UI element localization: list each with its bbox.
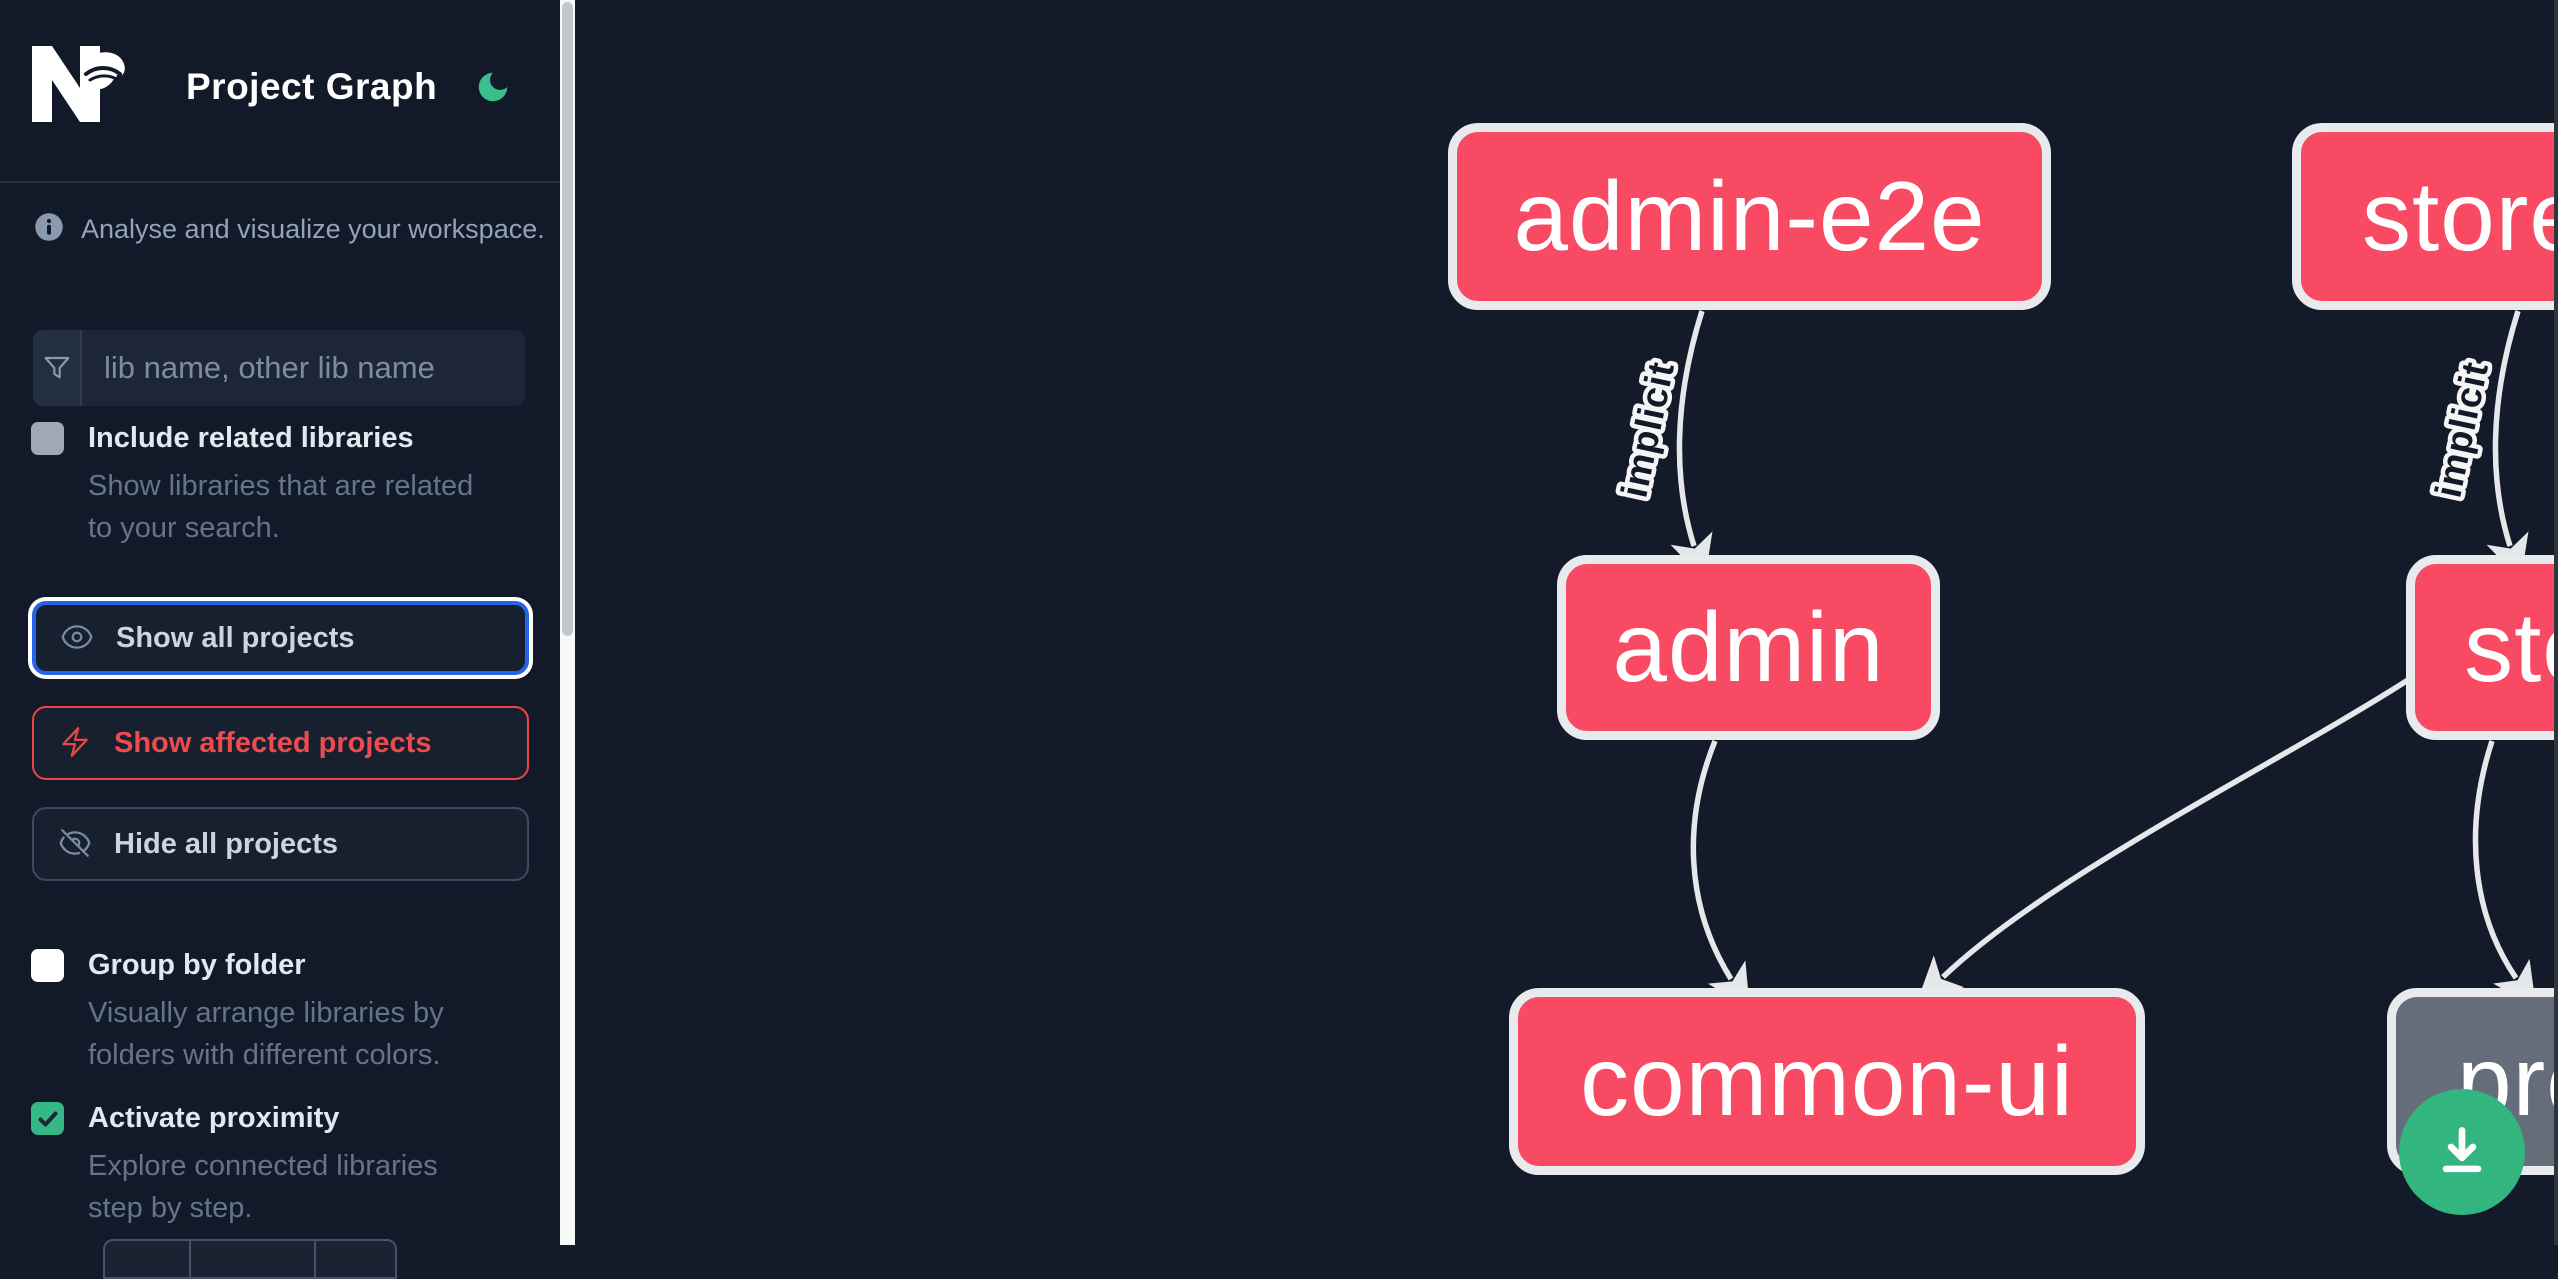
show-affected-projects-button[interactable]: Show affected projects [32, 706, 529, 780]
graph-edge-store__common-ui [1917, 677, 2410, 1002]
group-by-folder-label[interactable]: Group by folder [88, 949, 306, 981]
show-all-projects-button[interactable]: Show all projects [32, 601, 529, 675]
eye-icon [60, 620, 94, 657]
graph-node-store[interactable]: store [2406, 555, 2558, 740]
group-by-folder-description: Visually arrange libraries by folders wi… [88, 997, 444, 1071]
graph-edges-layer: implicit implicit [1609, 310, 2537, 1010]
download-icon [2429, 1118, 2495, 1187]
search-input[interactable] [82, 330, 525, 406]
graph-edge-admin__common-ui [1690, 739, 1750, 1010]
dark-mode-moon-icon[interactable] [474, 68, 512, 106]
stepper-segment-decrement[interactable] [105, 1241, 189, 1277]
check-icon [38, 1111, 57, 1126]
filter-icon [33, 330, 82, 406]
info-icon [34, 212, 64, 247]
graph-edge-admin-e2e__admin [1670, 310, 1713, 581]
activate-proximity-description: Explore connected libraries step by step… [88, 1150, 438, 1224]
graph-node-common-ui[interactable]: common-ui [1509, 988, 2145, 1175]
toggle-group-by-folder: Group by folder Visually arrange librari… [31, 949, 501, 1076]
include-related-label[interactable]: Include related libraries [88, 422, 414, 454]
graph-edge-store-e2e__store [2486, 310, 2529, 581]
edge-label-admin-e2e__admin: implicit [1613, 358, 1682, 501]
stepper-segment-value[interactable] [188, 1241, 314, 1277]
tagline-row: Analyse and visualize your workspace. [34, 212, 545, 247]
graph-node-admin[interactable]: admin [1557, 555, 1940, 740]
show-affected-projects-label: Show affected projects [114, 726, 432, 759]
sidebar-header: Project Graph [0, 0, 560, 183]
include-related-checkbox[interactable] [31, 422, 64, 455]
activate-proximity-label[interactable]: Activate proximity [88, 1102, 340, 1134]
sidebar-scrollbar-thumb[interactable] [562, 2, 573, 636]
hide-all-projects-label: Hide all projects [114, 827, 339, 860]
edge-label-store-e2e__store: implicit [2427, 358, 2496, 501]
bolt-icon [58, 725, 92, 762]
sidebar-scrollbar-track[interactable] [560, 0, 575, 1245]
sidebar: Project Graph Analyse and visualize your… [0, 0, 560, 1279]
eye-off-icon [58, 826, 92, 863]
toggle-activate-proximity: Activate proximity Explore connected lib… [31, 1102, 501, 1229]
activate-proximity-checkbox[interactable] [31, 1102, 64, 1135]
graph-node-admin-e2e[interactable]: admin-e2e [1448, 123, 2051, 310]
page-title: Project Graph [186, 66, 438, 107]
search-box [33, 330, 525, 406]
page-edge-scroll-track [2554, 0, 2558, 1245]
graph-node-store-e2e[interactable]: store-e2e [2292, 123, 2558, 310]
stepper-segment-increment[interactable] [314, 1241, 395, 1277]
graph-edge-store__products [2472, 740, 2537, 1008]
proximity-stepper-control [103, 1239, 397, 1279]
nx-logo-icon [30, 44, 126, 124]
toggle-include-related: Include related libraries Show libraries… [31, 422, 501, 549]
include-related-description: Show libraries that are related to your … [88, 470, 474, 544]
graph-canvas[interactable]: implicit implicit admin-e2e store-e2e admin… [575, 0, 2558, 1245]
group-by-folder-checkbox[interactable] [31, 949, 64, 982]
tagline-text: Analyse and visualize your workspace. [81, 214, 545, 244]
download-image-button[interactable] [2399, 1089, 2525, 1215]
hide-all-projects-button[interactable]: Hide all projects [32, 807, 529, 881]
show-all-projects-label: Show all projects [116, 621, 355, 654]
